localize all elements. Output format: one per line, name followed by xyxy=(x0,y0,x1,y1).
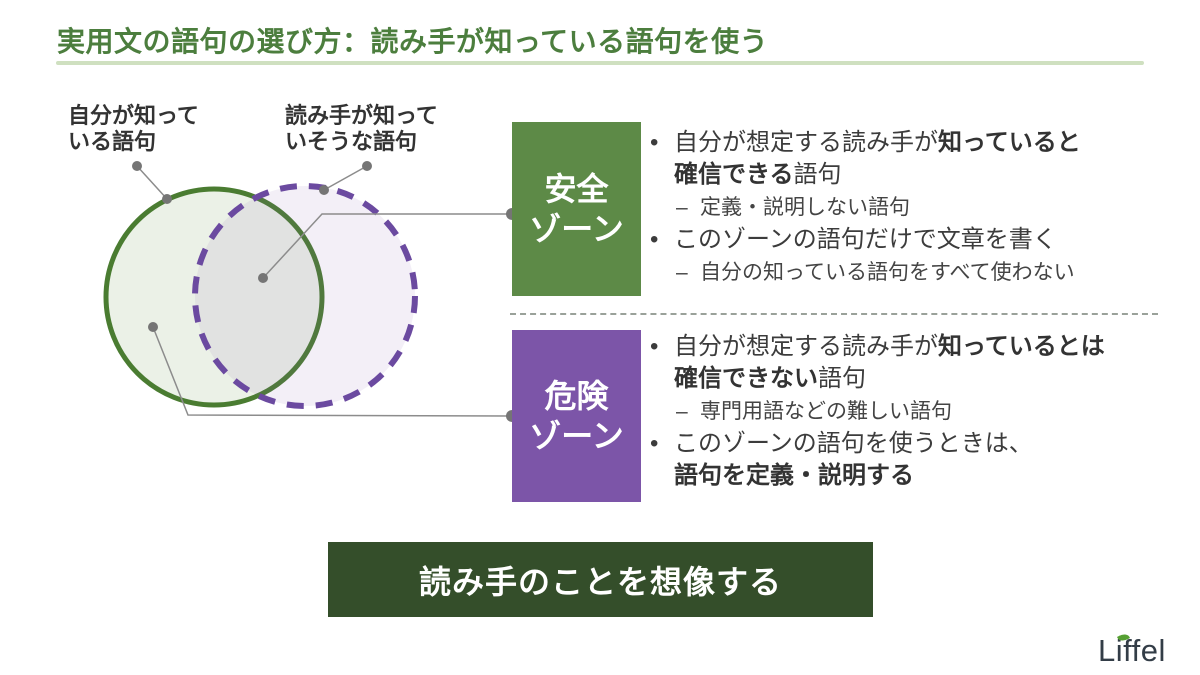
sub-bullet-line: – 自分の知っている語句をすべて使わない xyxy=(650,256,1165,289)
title-underline xyxy=(56,61,1144,65)
bullet-line: • 自分が想定する読み手が知っていると xyxy=(650,127,1165,159)
label-reader-words: 読み手が知って いそうな語句 xyxy=(285,103,438,155)
dash-marker: – xyxy=(676,196,688,219)
purple-circle xyxy=(192,183,418,409)
bullet-marker: • xyxy=(650,226,659,253)
connector-danger-zone xyxy=(152,326,513,417)
connector-dot xyxy=(148,322,158,332)
page-title: 実用文の語句の選び方：読み手が知っている語句を使う xyxy=(57,26,769,57)
takeaway-banner: 読み手のことを想像する xyxy=(328,542,873,617)
connector-dot xyxy=(319,185,329,195)
bullet-marker: • xyxy=(650,430,659,457)
connector-reader-label xyxy=(323,165,368,191)
liffel-logo: Liffel xyxy=(1098,631,1166,669)
bullet-line: 確信できない語句 xyxy=(674,365,866,392)
sub-bullet-line: – 定義・説明しない語句 xyxy=(650,191,1165,224)
safe-zone-bullets: • 自分が想定する読み手が知っていると 確信できる語句 – 定義・説明しない語句… xyxy=(650,127,1165,289)
bullet-marker: • xyxy=(650,129,659,156)
bullet-line: 確信できる語句 xyxy=(674,161,842,188)
green-circle xyxy=(103,186,325,408)
dash-marker: – xyxy=(676,261,688,284)
bullet-line: • このゾーンの語句だけで文章を書く xyxy=(650,224,1165,256)
bullet-line: • このゾーンの語句を使うときは、 xyxy=(650,428,1165,460)
connector-dot xyxy=(162,194,172,204)
logo-text: Liffel xyxy=(1098,633,1166,668)
safe-zone-box: 安全 ゾーン xyxy=(512,122,641,296)
bullet-line: • 自分が想定する読み手が知っているとは xyxy=(650,331,1165,363)
connector-safe-zone xyxy=(262,213,512,279)
label-own-words: 自分が知って いる語句 xyxy=(68,103,199,155)
bullet-line: 語句を定義・説明する xyxy=(674,462,914,489)
danger-zone-box: 危険 ゾーン xyxy=(512,330,641,502)
connector-dot xyxy=(362,161,372,171)
purple-circle-fill xyxy=(195,186,415,406)
zone-separator xyxy=(510,313,1158,315)
connector-dot xyxy=(132,161,142,171)
bullet-marker: • xyxy=(650,333,659,360)
green-circle-fill xyxy=(106,189,322,405)
dash-marker: – xyxy=(676,400,688,423)
connector-dot xyxy=(258,273,268,283)
connector-own-label xyxy=(136,165,168,200)
danger-zone-bullets: • 自分が想定する読み手が知っているとは 確信できない語句 – 専門用語などの難… xyxy=(650,331,1165,492)
sub-bullet-line: – 専門用語などの難しい語句 xyxy=(650,395,1165,428)
